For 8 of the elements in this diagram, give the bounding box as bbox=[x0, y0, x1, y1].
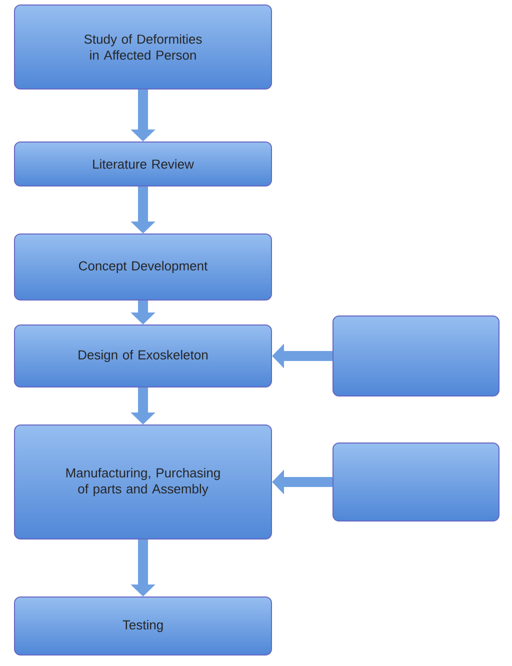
process-box: Study of Deformities in Affected Person bbox=[14, 4, 272, 90]
process-box: Literature Review bbox=[14, 142, 272, 186]
tool-box bbox=[332, 442, 500, 522]
process-box: Testing bbox=[14, 596, 272, 656]
process-box: Manufacturing, Purchasing of parts and Assembly bbox=[14, 424, 272, 540]
process-box: Design of Exoskeleton bbox=[14, 324, 272, 388]
tool-box bbox=[332, 316, 500, 396]
process-box: Concept Development bbox=[14, 234, 272, 300]
